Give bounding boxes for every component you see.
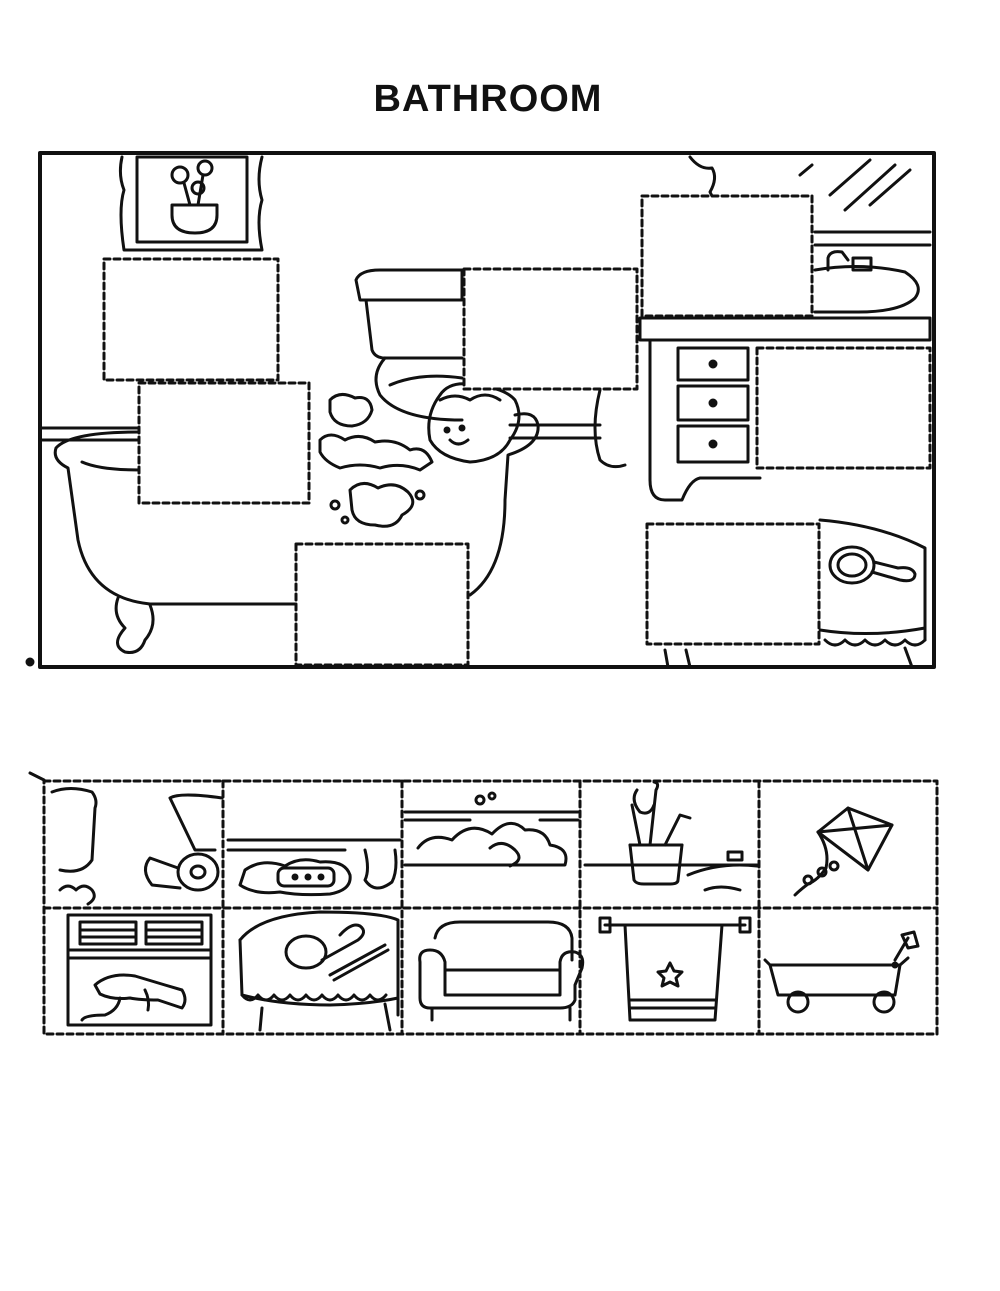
towel-rack-icon	[600, 918, 750, 1020]
bathtub-icon	[55, 414, 538, 653]
blank-box-tub-front	[296, 544, 468, 665]
toy-wagon-icon	[765, 932, 918, 1012]
sofa-icon	[420, 922, 583, 1020]
hair-dryer-shelf-icon	[68, 915, 211, 1025]
page-title: BATHROOM	[373, 78, 603, 120]
toothbrush-cup-piece-icon	[585, 782, 757, 890]
scene-frame	[40, 153, 934, 667]
hand-mirror-table-icon	[665, 520, 925, 667]
blank-box-toilet	[464, 269, 637, 389]
bathroom-scene	[0, 0, 1000, 700]
bubbles-piece-icon	[405, 793, 578, 866]
framed-flower-picture-icon	[120, 157, 262, 250]
blank-box-tub-left	[139, 383, 309, 503]
blank-box-picture-wall	[104, 259, 278, 380]
window-icon	[690, 157, 910, 210]
sink-vanity-icon	[595, 232, 930, 500]
kite-icon	[795, 808, 892, 895]
toilet-paper-piece-icon	[52, 789, 222, 905]
soap-dish-piece-icon	[228, 840, 400, 895]
blank-box-cabinet	[757, 348, 930, 468]
brush-comb-table-icon	[240, 912, 398, 1030]
blank-box-table	[647, 524, 819, 644]
blank-box-mirror	[642, 196, 812, 316]
toilet-icon	[356, 270, 462, 420]
